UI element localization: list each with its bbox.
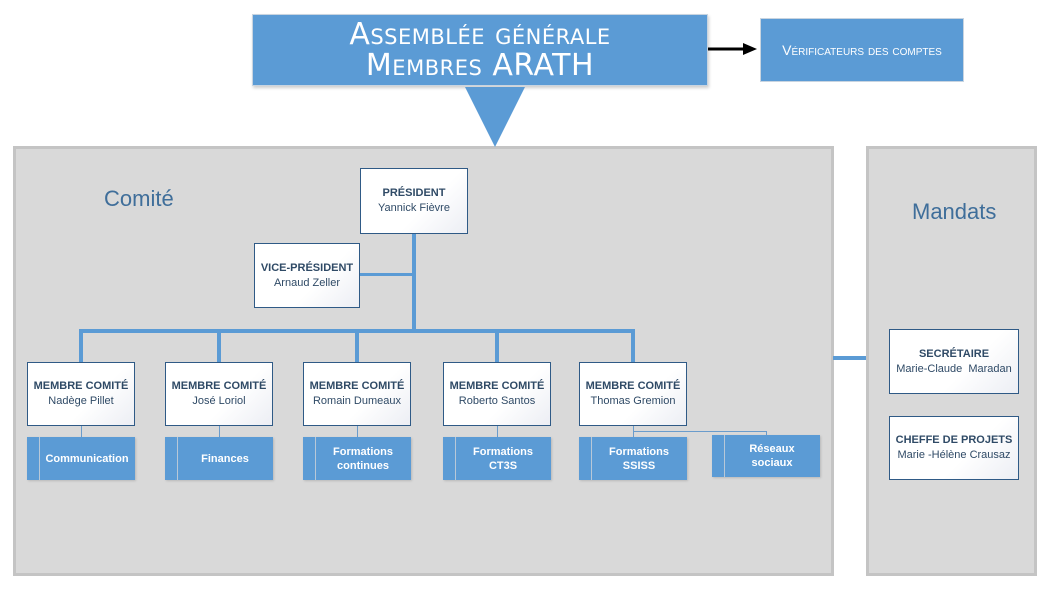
role: MEMBRE COMITÉ xyxy=(449,380,545,392)
vp-connector xyxy=(360,273,414,276)
area-label: Finances xyxy=(201,452,249,465)
sub-line-3 xyxy=(357,426,358,437)
role: VICE-PRÉSIDENT xyxy=(260,261,354,274)
title-line-2: Membres ARATH xyxy=(365,48,595,83)
role: CHEFFE DE PROJETS xyxy=(895,434,1013,446)
sub-line-2 xyxy=(219,426,220,437)
role: MEMBRE COMITÉ xyxy=(171,380,267,392)
verificateurs-label: Vérificateurs des comptes xyxy=(782,42,942,58)
verificateurs-box: Vérificateurs des comptes xyxy=(760,18,964,82)
area-box: Réseaux sociaux xyxy=(712,435,820,477)
role: PRÉSIDENT xyxy=(382,187,446,199)
role: MEMBRE COMITÉ xyxy=(309,380,405,392)
area-box: Formations SSISS xyxy=(579,437,687,480)
president-card: PRÉSIDENT Yannick Fièvre xyxy=(360,168,468,234)
name: Thomas Gremion xyxy=(590,395,676,407)
area-box: Formations continues xyxy=(303,437,411,480)
name: Arnaud Zeller xyxy=(273,276,341,289)
name: Nadège Pillet xyxy=(48,395,114,407)
secretaire-card: SECRÉTAIRE Marie-Claude Maradan xyxy=(889,329,1019,394)
area-label: Formations SSISS xyxy=(609,445,669,472)
assemblee-generale-box: Assemblée générale Membres ARATH xyxy=(252,14,708,86)
panel-connector xyxy=(833,356,866,360)
area-box: Finances xyxy=(165,437,273,480)
name: José Loriol xyxy=(192,395,246,407)
connectors-top xyxy=(465,43,757,147)
role: SECRÉTAIRE xyxy=(918,347,990,360)
name: Marie -Hélène Crausaz xyxy=(897,449,1011,461)
role: MEMBRE COMITÉ xyxy=(585,380,681,392)
vice-president-card: VICE-PRÉSIDENT Arnaud Zeller xyxy=(254,243,360,308)
comite-title: Comité xyxy=(104,186,174,211)
sub-line-6v xyxy=(766,431,767,436)
area-label: Réseaux sociaux xyxy=(749,443,795,469)
sub-line-4 xyxy=(497,426,498,437)
president-trunk xyxy=(412,234,416,333)
area-label: Communication xyxy=(45,452,129,465)
sub-line-6h xyxy=(633,431,767,432)
drop-4 xyxy=(495,329,499,362)
member-card: MEMBRE COMITÉ Nadège Pillet xyxy=(27,362,135,426)
name: Romain Dumeaux xyxy=(312,395,402,407)
cheffe-projets-card: CHEFFE DE PROJETS Marie -Hélène Crausaz xyxy=(889,416,1019,480)
name: Marie-Claude Maradan xyxy=(896,362,1012,375)
member-card: MEMBRE COMITÉ José Loriol xyxy=(165,362,273,426)
mandats-title: Mandats xyxy=(912,199,997,224)
role: MEMBRE COMITÉ xyxy=(33,380,129,392)
title-line-1: Assemblée générale xyxy=(349,17,611,52)
name: Yannick Fièvre xyxy=(378,202,450,214)
member-card: MEMBRE COMITÉ Roberto Santos xyxy=(443,362,551,426)
drop-2 xyxy=(217,329,221,362)
down-triangle xyxy=(465,87,525,147)
member-card: MEMBRE COMITÉ Thomas Gremion xyxy=(579,362,687,426)
name: Roberto Santos xyxy=(458,395,536,407)
drop-3 xyxy=(355,329,359,362)
drop-1 xyxy=(79,329,83,362)
area-box: Formations CT3S xyxy=(443,437,551,480)
sub-line-1 xyxy=(81,426,82,437)
member-card: MEMBRE COMITÉ Romain Dumeaux xyxy=(303,362,411,426)
arrow-head-icon xyxy=(743,43,757,55)
area-label: Formations CT3S xyxy=(473,445,533,472)
drop-5 xyxy=(631,329,635,362)
area-label: Formations continues xyxy=(333,445,393,472)
area-box: Communication xyxy=(27,437,135,480)
